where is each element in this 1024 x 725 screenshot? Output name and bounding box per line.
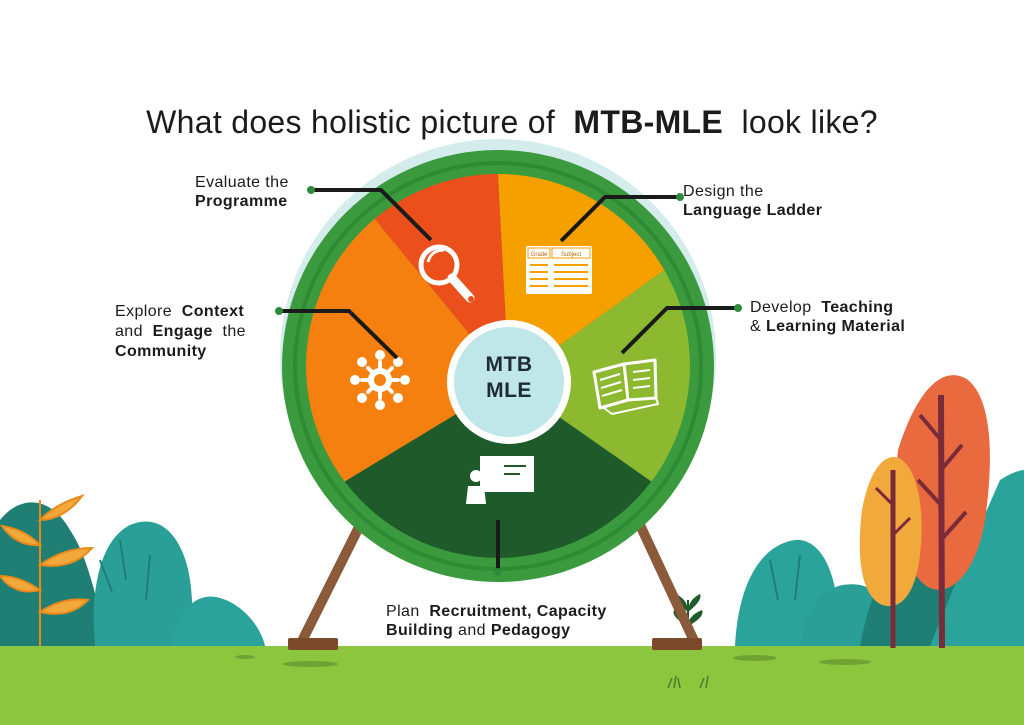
center-hub xyxy=(454,327,564,437)
wheel-stand xyxy=(288,520,702,650)
center-line-1: MTB xyxy=(485,353,533,376)
connector-design xyxy=(559,195,680,243)
grass-tufts xyxy=(667,675,709,689)
title-text: What does holistic picture of xyxy=(146,104,556,140)
magnifier-icon xyxy=(418,244,475,303)
connector-dots xyxy=(275,186,742,576)
label-develop: Develop Teaching & Learning Material xyxy=(750,299,906,335)
connector-explore xyxy=(279,309,399,360)
teacher-at-board-icon xyxy=(466,456,534,504)
title-tail: look like? xyxy=(741,104,878,140)
connectors xyxy=(279,188,738,572)
left-bushes xyxy=(0,494,265,646)
title-emphasis: MTB-MLE xyxy=(573,104,724,140)
icon-text-subject: Subject xyxy=(561,252,581,258)
center-label: MTB MLE xyxy=(455,352,563,404)
segment-explore xyxy=(306,218,509,482)
label-plan: Plan Recruitment, Capacity Building and … xyxy=(386,603,607,639)
grade-subject-table-icon: Grade Subject xyxy=(526,246,592,294)
right-trees xyxy=(735,375,1024,649)
label-explore: Explore Context and Engage the Community xyxy=(115,303,246,360)
segment-develop xyxy=(509,270,690,482)
ground-shadow xyxy=(733,655,777,661)
ground-shadow xyxy=(282,661,338,667)
page-title: What does holistic picture of MTB-MLE lo… xyxy=(0,104,1024,141)
ground xyxy=(0,646,1024,725)
ground-shadow xyxy=(819,659,871,665)
ground-shadow xyxy=(235,655,255,659)
open-book-icon xyxy=(592,358,659,415)
icon-text-grade: Grade xyxy=(531,252,548,258)
label-design: Design the Language Ladder xyxy=(683,183,823,219)
label-evaluate: Evaluate the Programme xyxy=(195,174,289,210)
connector-develop xyxy=(620,306,738,355)
community-circle-icon xyxy=(350,350,410,410)
connector-evaluate xyxy=(311,188,433,242)
center-line-2: MLE xyxy=(486,379,532,402)
